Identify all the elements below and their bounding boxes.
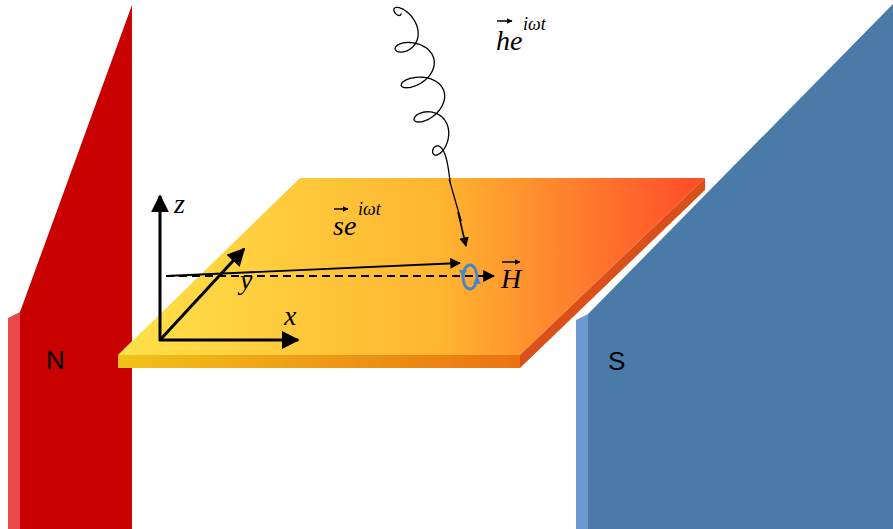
plate-face <box>20 5 132 529</box>
vector-label: he <box>496 27 522 55</box>
y-axis <box>160 249 244 340</box>
axis-label: y <box>240 266 252 294</box>
field-label: H <box>501 265 521 293</box>
label-holder: iωt <box>358 200 381 219</box>
label-holder: y <box>240 266 252 294</box>
spin-vector <box>166 263 460 276</box>
axis-label: z <box>174 190 185 218</box>
plate-face <box>576 314 588 529</box>
label-holder: z <box>174 190 185 218</box>
magnet-plate: S <box>570 0 893 529</box>
pole-letter: S <box>608 348 625 374</box>
plate-outline <box>570 0 893 529</box>
label-holder: iωt <box>523 15 546 34</box>
precession-arrow <box>476 280 478 284</box>
axis-label: x <box>284 302 296 330</box>
field-direction <box>166 275 494 277</box>
plate-outline <box>0 0 140 529</box>
slab-front <box>118 355 520 368</box>
pole-letter: N <box>46 347 65 373</box>
vector-accent <box>497 20 512 22</box>
precession-ring <box>463 265 477 289</box>
vector-label: se <box>333 212 356 240</box>
vector-accent <box>502 261 520 263</box>
wave-arrow <box>458 212 466 246</box>
microwave-wave <box>394 7 461 221</box>
exponent: iωt <box>523 15 546 33</box>
label-holder: x <box>284 302 296 330</box>
plate-face <box>8 312 20 529</box>
label-holder: he <box>496 27 522 55</box>
label-holder: H <box>501 265 521 293</box>
vector-accent <box>334 208 348 210</box>
plate-face <box>588 4 893 529</box>
label-holder: se <box>333 212 356 240</box>
precession-arrow <box>462 270 464 274</box>
x-axis <box>159 339 298 342</box>
exponent: iωt <box>358 200 381 218</box>
magnet-plate: N <box>0 0 140 529</box>
z-axis <box>159 196 162 341</box>
